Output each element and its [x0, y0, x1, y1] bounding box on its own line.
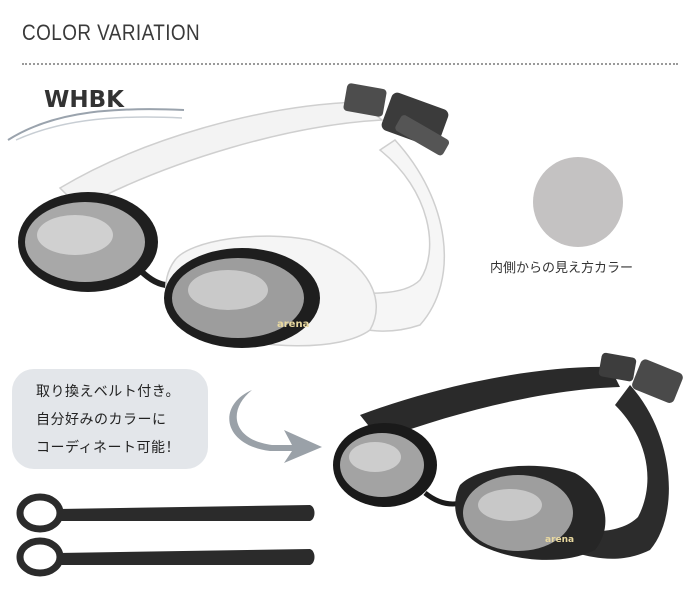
- goggle-white-image: arena: [18, 83, 450, 348]
- color-code-label: WHBK: [44, 87, 124, 113]
- strap-1: [16, 493, 315, 533]
- strap-callout: 取り換えベルト付き。 自分好みのカラーに コーディネート可能！: [12, 369, 208, 469]
- header-divider: [22, 63, 678, 65]
- replacement-straps-image: [16, 493, 315, 577]
- brand-logo: arena: [277, 319, 309, 330]
- callout-line-1: 取り換えベルト付き。: [36, 384, 181, 400]
- curved-arrow-icon: [229, 390, 322, 463]
- brand-logo-black: arena: [545, 535, 574, 545]
- callout-line-2: 自分好みのカラーに: [36, 412, 167, 428]
- goggle-black-image: arena: [333, 352, 683, 560]
- strap-2: [16, 537, 315, 577]
- swoosh-decoration: [7, 108, 185, 141]
- callout-line-3: コーディネート可能！: [36, 440, 181, 456]
- page-title: COLOR VARIATION: [22, 20, 201, 45]
- inner-view-color-swatch: [533, 157, 623, 247]
- swatch-caption: 内側からの見え方カラー: [490, 261, 634, 276]
